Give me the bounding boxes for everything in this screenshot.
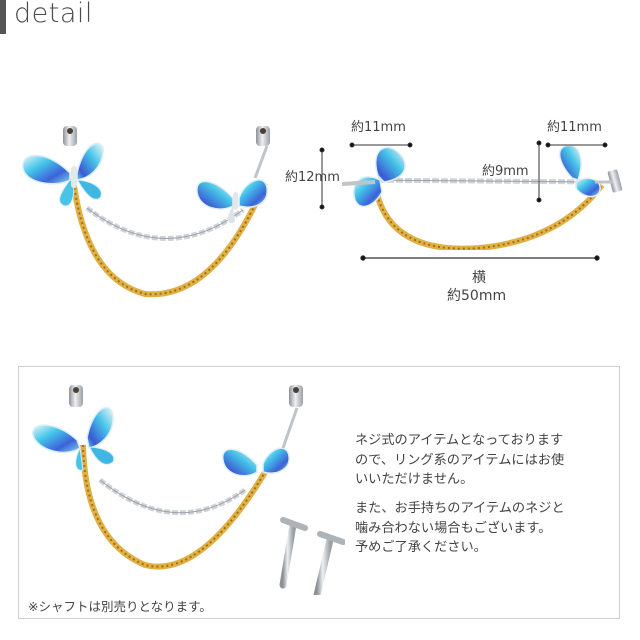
earring-back-icon bbox=[69, 385, 303, 407]
shaft-sold-separately-note: ※シャフトは別売りとなります。 bbox=[28, 599, 212, 614]
dimension-right-height: 約9mm bbox=[482, 164, 529, 179]
product-photo-front bbox=[22, 126, 270, 298]
butterfly-right-icon bbox=[222, 407, 299, 477]
dimension-right-width: 約11mm bbox=[547, 120, 602, 135]
section-title: detail bbox=[14, 0, 93, 29]
earring-back-icon bbox=[63, 126, 270, 146]
butterfly-left-icon bbox=[341, 146, 406, 208]
butterfly-left-icon bbox=[32, 407, 115, 471]
note-paragraph-2: また、お手持ちのアイテムのネジと 噛み合わない場合もございます。 予めご了承くだ… bbox=[355, 501, 565, 555]
header-accent-bar bbox=[0, 0, 6, 34]
dimension-total-label: 横 bbox=[472, 270, 486, 286]
butterfly-right-icon bbox=[558, 144, 623, 198]
shaft-icon bbox=[279, 517, 345, 595]
butterfly-right-icon bbox=[196, 145, 269, 224]
butterfly-left-icon bbox=[22, 142, 104, 207]
dimension-left-width: 約11mm bbox=[351, 120, 406, 135]
product-photo-dimensions bbox=[341, 144, 623, 250]
note-paragraph-1: ネジ式のアイテムとなっております ので、リング系のアイテムにはお使 いいただけま… bbox=[355, 433, 565, 487]
product-photo-with-shafts bbox=[32, 385, 345, 595]
dimension-left-height: 約12mm bbox=[285, 170, 340, 185]
dimension-lines bbox=[319, 140, 608, 261]
dimension-total-width: 約50mm bbox=[447, 288, 507, 304]
